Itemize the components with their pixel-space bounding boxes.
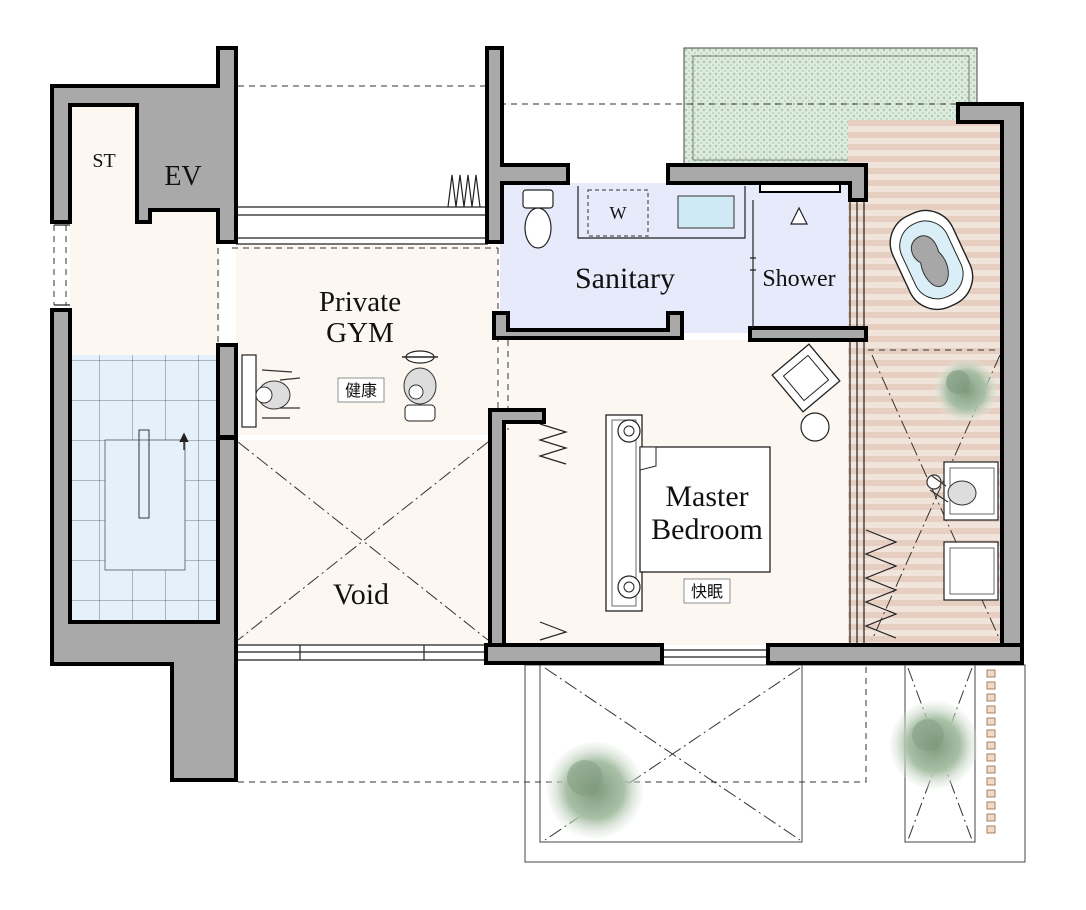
sanitary-floor xyxy=(500,183,850,333)
wall-shower-bottom xyxy=(748,326,868,342)
shower-head-icon xyxy=(790,206,808,225)
toilet-icon xyxy=(522,189,554,249)
window-deck-west xyxy=(849,200,865,645)
exercise-bike-icon xyxy=(402,350,438,422)
armchair-icon xyxy=(771,343,841,413)
washer-box xyxy=(587,189,649,237)
bed-icon xyxy=(605,414,771,612)
stair-handrail xyxy=(138,429,150,519)
deck-chair-icon xyxy=(943,541,999,601)
gym-tag: 健康 xyxy=(345,381,377,400)
stair-arrow-icon xyxy=(179,432,189,450)
zigzag-screen xyxy=(447,174,481,208)
brick-strip xyxy=(986,668,996,838)
tree-icon xyxy=(934,358,998,422)
window-bedroom-south xyxy=(662,649,768,658)
void-label: Void xyxy=(333,578,389,611)
zigzag-screen xyxy=(539,621,568,641)
tree-icon xyxy=(547,742,643,838)
elevator-label: EV xyxy=(164,161,201,192)
wall-central-north xyxy=(485,46,570,244)
brick-column xyxy=(986,669,996,834)
side-table-icon xyxy=(800,412,830,442)
tree-icon xyxy=(890,701,978,789)
wall-core xyxy=(50,46,238,244)
stair-landing xyxy=(104,439,186,571)
storage-label: ST xyxy=(92,150,115,172)
zigzag-screen xyxy=(537,423,569,465)
vanity-counter xyxy=(577,186,746,239)
wall-south-2 xyxy=(766,643,1024,665)
window-south-void xyxy=(236,644,488,661)
wall-sanitary-bottom xyxy=(492,311,684,340)
bathtub-icon xyxy=(889,209,974,311)
sanitary-label: Sanitary xyxy=(575,262,675,295)
shower-label: Shower xyxy=(762,266,835,292)
void-cross xyxy=(237,441,489,641)
washer-label: W xyxy=(610,203,627,223)
shower-partition xyxy=(750,200,756,328)
overhead-line xyxy=(238,660,867,783)
person-lounging-icon xyxy=(926,474,977,506)
gym-label-line2: GYM xyxy=(326,317,394,349)
window-north-gym xyxy=(236,206,488,245)
sink-icon xyxy=(677,195,735,229)
gym-tag-box xyxy=(337,377,385,403)
window-east-left xyxy=(54,224,70,306)
courtyard-cross xyxy=(544,667,801,841)
zigzag-screen xyxy=(864,529,898,639)
overhead-line xyxy=(53,225,67,305)
bedroom-label-line2: Bedroom xyxy=(651,513,763,546)
wall-sanitary-top xyxy=(666,163,868,202)
bedroom-tag-box xyxy=(683,578,731,604)
wall-gym-stub xyxy=(216,343,238,439)
lower-courtyard-planter xyxy=(539,664,803,843)
bedroom-tag: 快眠 xyxy=(691,582,723,601)
wall-south-1 xyxy=(484,643,664,665)
bedroom-label-line1: Master xyxy=(665,480,748,513)
gym-label-line1: Private xyxy=(319,286,401,318)
shower-drain xyxy=(759,183,841,193)
treadmill-person-icon xyxy=(241,354,301,428)
storage-closet xyxy=(70,105,137,217)
